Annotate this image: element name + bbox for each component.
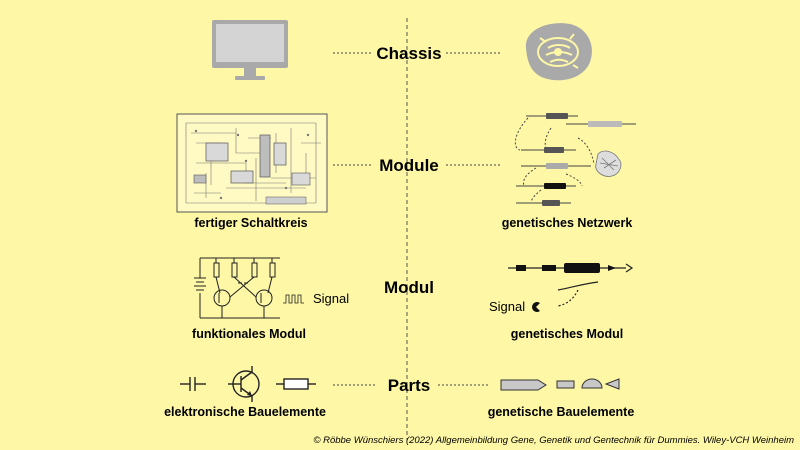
promoter-triangle-icon (604, 378, 620, 390)
caption-elektronische-bauelemente: elektronische Bauelemente (164, 405, 326, 419)
capacitor-icon (180, 377, 206, 391)
signal-molecule-icon (532, 302, 540, 312)
multivibrator-circuit-schematic (194, 257, 304, 319)
transistor-icon (228, 366, 260, 402)
signal-label-left: Signal (313, 291, 350, 306)
level-module: Module (379, 156, 439, 175)
caption-genetisches-netzwerk: genetisches Netzwerk (501, 216, 633, 230)
resistor-icon (276, 378, 316, 390)
circuit-board-image (176, 113, 328, 213)
caption-genetische-bauelemente: genetische Bauelemente (487, 405, 635, 419)
signal-label-right: Signal (489, 299, 526, 314)
caption-fertiger-schaltkreis: fertiger Schaltkreis (194, 216, 308, 230)
terminator-icon (581, 378, 603, 389)
caption-genetisches-modul: genetisches Modul (510, 327, 624, 341)
caption-funktionales-modul: funktionales Modul (192, 327, 306, 341)
level-chassis: Chassis (376, 44, 442, 63)
rbs-box-icon (556, 380, 575, 389)
gene-arrow-icon (500, 379, 547, 391)
computer-monitor-icon (212, 20, 288, 80)
level-modul: Modul (383, 278, 435, 297)
genetic-module-diagram (508, 263, 634, 307)
level-parts: Parts (387, 376, 431, 395)
genetic-network-diagram (514, 113, 636, 206)
cell-icon (525, 23, 592, 81)
copyright-footer: © Röbbe Wünschiers (2022) Allgemeinbildu… (313, 435, 794, 446)
